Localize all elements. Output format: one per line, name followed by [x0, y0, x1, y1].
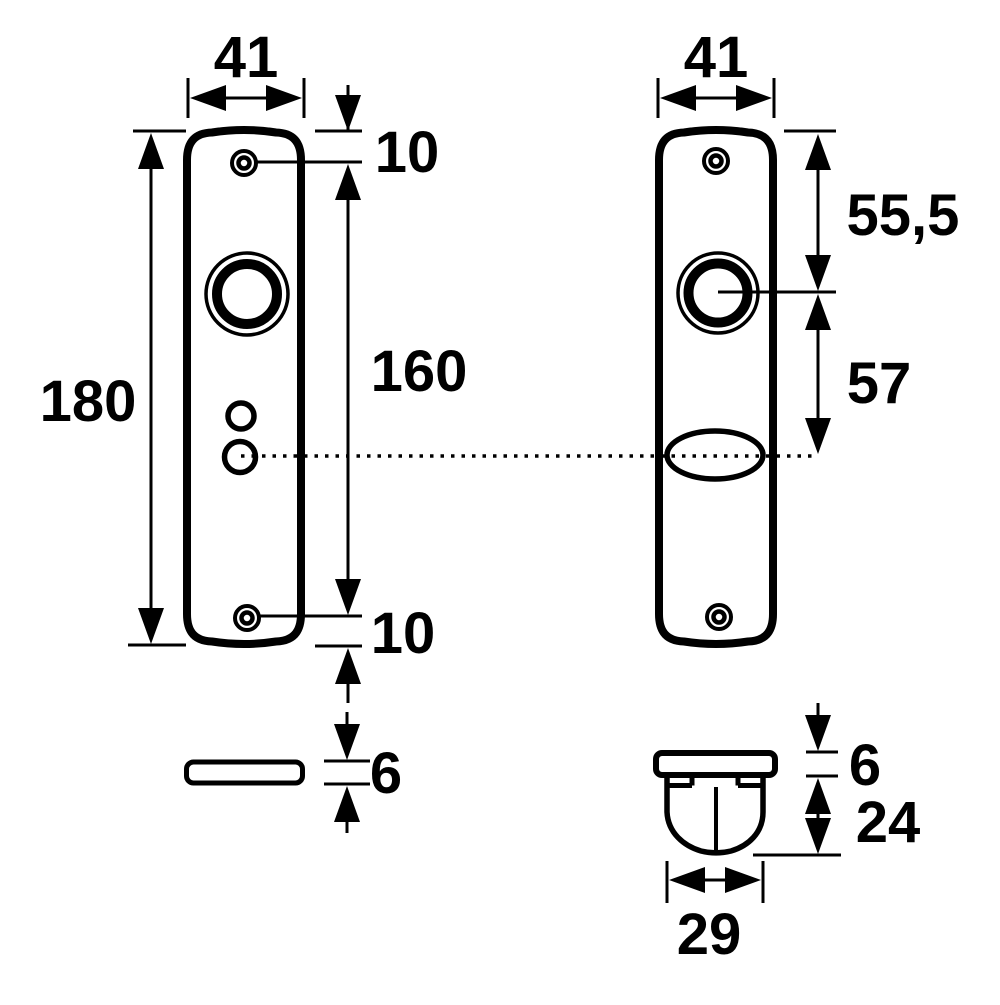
screw-hole-outer-ring [702, 147, 730, 175]
arrowhead-up [334, 786, 360, 822]
arrowhead-left [660, 85, 696, 111]
handle-hole-inner-ring [212, 259, 282, 329]
dim-top-hole-offset: 10 [256, 85, 439, 185]
dim-label: 6 [849, 733, 881, 798]
dim-bottom-hole-offset: 10 [258, 601, 435, 703]
knob-side-profile [653, 750, 841, 857]
arrowhead-down [335, 579, 361, 615]
dim-handle-center-from-top: 55,5 [784, 129, 960, 291]
right-plate-outline [655, 126, 777, 648]
screw-hole-inner-ring [711, 609, 727, 625]
knob-collar-steps [667, 777, 763, 788]
arrowhead-left [190, 85, 226, 111]
arrowhead-down [138, 608, 164, 644]
dim-knob-height: 24 [805, 778, 920, 855]
dimension-lines [186, 78, 306, 118]
left-plate-outline [183, 126, 305, 648]
screw-hole-outer-ring [230, 149, 258, 177]
dim-knob-width: 29 [665, 861, 765, 967]
dim-right-plate-width: 41 [656, 25, 776, 118]
plate-profile-bar [184, 759, 305, 786]
dim-label: 57 [847, 351, 912, 416]
dim-label: 180 [40, 369, 137, 434]
arrowhead-down [335, 95, 361, 131]
knob-plate-profile-bar [653, 750, 778, 778]
dimension-lines [665, 861, 765, 903]
dimension-lines [806, 703, 838, 778]
arrowhead-up [805, 778, 831, 814]
dim-plate-thickness: 6 [324, 712, 402, 833]
left-plate-bottom-screw-hole [233, 604, 261, 632]
arrowhead-up [805, 134, 831, 170]
right-plate-keyhole-oval [664, 428, 766, 482]
dim-label: 160 [371, 339, 468, 404]
arrowhead-right [725, 867, 761, 893]
screw-hole-inner-ring [236, 155, 252, 171]
arrowhead-down [805, 255, 831, 291]
arrowhead-up [805, 294, 831, 330]
left-plate-small-hole-upper [225, 400, 257, 432]
screw-hole-outer-ring [705, 603, 733, 631]
right-plate-front-view [655, 126, 836, 648]
screw-hole-outer-ring [233, 604, 261, 632]
dim-label: 41 [684, 25, 749, 90]
dim-plate-height: 180 [40, 129, 186, 647]
right-plate-bottom-screw-hole [705, 603, 733, 631]
right-plate-top-screw-hole [702, 147, 730, 175]
arrowhead-up [335, 648, 361, 684]
dimension-lines [258, 614, 362, 703]
dimension-lines [324, 712, 370, 833]
dim-label: 10 [371, 601, 436, 666]
dimension-lines [128, 129, 186, 647]
left-plate-small-hole-lower [221, 438, 259, 476]
arrowhead-down [334, 724, 360, 760]
arrowhead-up [138, 133, 164, 169]
dim-label: 24 [856, 790, 921, 855]
screw-hole-inner-ring [708, 153, 724, 169]
arrowhead-down [805, 715, 831, 751]
dim-handle-to-keyhole: 57 [805, 294, 911, 454]
dimension-lines [656, 78, 776, 118]
left-plate-top-screw-hole [230, 149, 258, 177]
dim-label: 6 [370, 741, 402, 806]
left-plate-front-view [183, 126, 305, 648]
dimension-lines [784, 129, 836, 257]
arrowhead-right [736, 85, 772, 111]
left-plate-side-profile [184, 759, 305, 786]
arrowhead-up [335, 164, 361, 200]
left-plate-handle-hole [204, 251, 290, 337]
arrowhead-down [805, 418, 831, 454]
arrowhead-right [266, 85, 302, 111]
right-plate-handle-hole [676, 251, 836, 335]
arrowhead-down [805, 818, 831, 854]
dim-label: 55,5 [847, 183, 960, 248]
dim-left-plate-width: 41 [186, 25, 306, 118]
knob-body-outline [664, 776, 766, 856]
screw-hole-inner-ring [239, 610, 255, 626]
dim-knob-plate-thickness: 6 [805, 703, 881, 798]
dim-screw-hole-distance: 160 [335, 164, 467, 615]
dim-label: 10 [375, 120, 440, 185]
dim-label: 29 [677, 902, 742, 967]
dim-label: 41 [214, 25, 279, 90]
handle-hole-outer-ring [204, 251, 290, 337]
arrowhead-left [669, 867, 705, 893]
